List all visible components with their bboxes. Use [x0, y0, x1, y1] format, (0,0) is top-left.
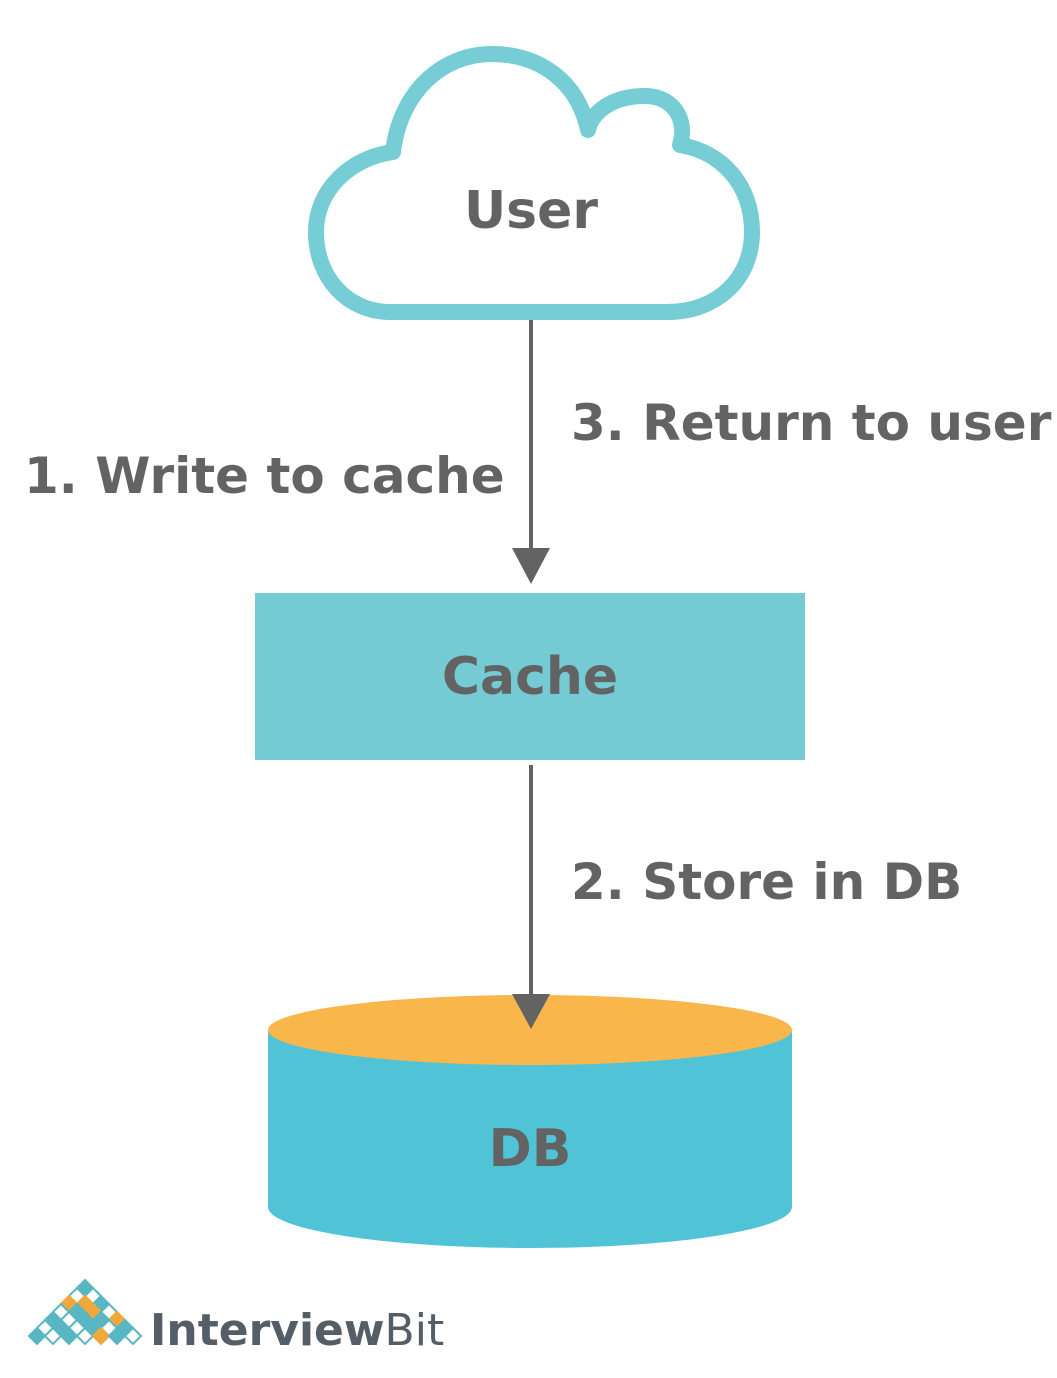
user-node: User: [308, 46, 760, 320]
interviewbit-logo: InterviewBit: [27, 1278, 444, 1356]
arrow-head: [512, 548, 550, 584]
logo-mark-icon: [27, 1278, 143, 1346]
logo-wordmark-part2: Bit: [385, 1305, 445, 1356]
logo-wordmark: InterviewBit: [150, 1305, 444, 1356]
user-label: User: [464, 181, 598, 241]
arrow-head-overlay: [512, 994, 550, 1029]
arrow-user-to-cache: [512, 320, 550, 584]
db-label: DB: [489, 1119, 572, 1179]
user-cloud-shape: [308, 46, 760, 320]
cache-label: Cache: [442, 647, 618, 707]
edge-label-store-in-db: 2. Store in DB: [571, 853, 962, 911]
cache-box: [255, 593, 805, 760]
edge-label-return-to-user: 3. Return to user: [571, 394, 1052, 452]
arrow-cache-to-db: [512, 765, 550, 1029]
cache-node: Cache: [255, 593, 805, 760]
edge-label-write-to-cache: 1. Write to cache: [24, 447, 505, 505]
logo-wordmark-part1: Interview: [150, 1305, 385, 1356]
db-cylinder-body: [268, 1030, 792, 1248]
db-node: DB: [268, 994, 792, 1248]
db-cylinder-top: [268, 995, 792, 1065]
